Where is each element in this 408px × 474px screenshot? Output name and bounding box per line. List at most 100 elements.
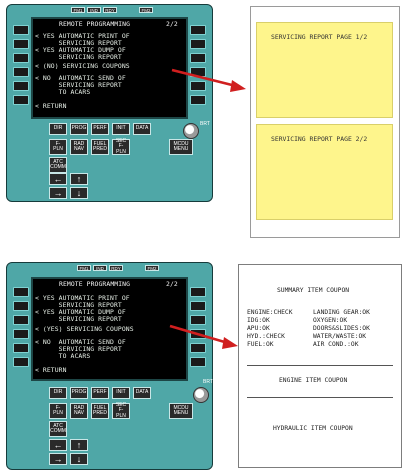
coupon-item: ENGINE:CHECK xyxy=(247,309,293,316)
coupon-item: WATER/WASTE:OK xyxy=(313,333,367,340)
prog-key[interactable]: PROG xyxy=(70,123,88,135)
lsk-4l[interactable] xyxy=(13,67,29,77)
mcdu-menu-key[interactable]: MCDU MENU xyxy=(169,403,193,419)
perf-key[interactable]: PERF xyxy=(91,387,109,399)
lsk-2r[interactable] xyxy=(190,39,206,49)
data-key[interactable]: DATA xyxy=(133,387,151,399)
screen-line: SERVICING REPORT xyxy=(35,315,122,323)
lsk-4l[interactable] xyxy=(13,329,29,339)
f-pln-key[interactable]: F-PLN xyxy=(49,403,67,419)
arrow-left-icon: ← xyxy=(53,440,63,450)
mcdu-screen: REMOTE PROGRAMMING 2/2 < YES AUTOMATIC P… xyxy=(31,17,188,119)
fuel-pred-key[interactable]: FUEL PRED xyxy=(91,139,109,155)
lsk-3l[interactable] xyxy=(13,315,29,325)
data-key[interactable]: DATA xyxy=(133,123,151,135)
arrow-down-key[interactable]: ↓ xyxy=(70,187,88,199)
lsk-2l[interactable] xyxy=(13,39,29,49)
arrow-down-key[interactable]: ↓ xyxy=(70,453,88,465)
summary-item-coupon-title: SUMMARY ITEM COUPON xyxy=(277,287,350,294)
brt-label: BRT xyxy=(200,121,210,127)
annunciator-fm1: FM1 xyxy=(77,265,91,271)
lsk-2r[interactable] xyxy=(190,301,206,311)
lsk-4r[interactable] xyxy=(190,329,206,339)
lsk-3r[interactable] xyxy=(190,315,206,325)
lsk-6l[interactable] xyxy=(13,357,29,367)
coupon-item: OXYGEN:OK xyxy=(313,317,348,324)
rad-nav-key[interactable]: RAD NAV xyxy=(70,139,88,155)
arrow-down-icon: ↓ xyxy=(76,188,82,198)
perf-key[interactable]: PERF xyxy=(91,123,109,135)
brightness-knob[interactable] xyxy=(193,387,209,403)
arrow-up-key[interactable]: ↑ xyxy=(70,439,88,451)
coupon-divider xyxy=(247,365,393,366)
atc-comm-key[interactable]: ATC COMM xyxy=(49,421,67,437)
fuel-pred-key[interactable]: FUEL PRED xyxy=(91,403,109,419)
prog-key[interactable]: PROG xyxy=(70,387,88,399)
annunciator-rdy: RDY xyxy=(103,7,117,13)
arrow-left-icon: ← xyxy=(53,174,63,184)
annunciator-fm2: FM2 xyxy=(139,7,153,13)
annunciator-fm2: FM2 xyxy=(145,265,159,271)
lsk-4r[interactable] xyxy=(190,67,206,77)
arrow-right-key[interactable]: → xyxy=(49,453,67,465)
screen-title: REMOTE PROGRAMMING xyxy=(59,20,131,28)
engine-item-coupon-title: ENGINE ITEM COUPON xyxy=(279,377,348,384)
coupon-item: LANDING GEAR:OK xyxy=(313,309,370,316)
lsk-1r[interactable] xyxy=(190,287,206,297)
arrow-up-key[interactable]: ↑ xyxy=(70,173,88,185)
lsk-3r[interactable] xyxy=(190,53,206,63)
arrow-down-icon: ↓ xyxy=(76,454,82,464)
lsk-3l[interactable] xyxy=(13,53,29,63)
screen-page-number: 2/2 xyxy=(166,280,178,288)
screen-line: SERVICING REPORT xyxy=(35,53,122,61)
lsk-6r[interactable] xyxy=(190,357,206,367)
lsk-5r[interactable] xyxy=(190,81,206,91)
rad-nav-key[interactable]: RAD NAV xyxy=(70,403,88,419)
annunciator-rdy: RDY xyxy=(109,265,123,271)
screen-line: TO ACARS xyxy=(35,352,91,360)
arrow-left-key[interactable]: ← xyxy=(49,439,67,451)
lsk-5l[interactable] xyxy=(13,343,29,353)
annunciator-ind: IND xyxy=(87,7,101,13)
lsk-6l[interactable] xyxy=(13,95,29,105)
mcdu-top: FM1 IND RDY FM2 REMOTE PROGRAMMING 2/2 <… xyxy=(6,4,213,202)
dir-key[interactable]: DIR xyxy=(49,387,67,399)
screen-line: < RETURN xyxy=(35,366,67,374)
lsk-1r[interactable] xyxy=(190,25,206,35)
screen-line-selected: < (YES) SERVICING COUPONS xyxy=(35,325,134,333)
arrow-up-icon: ↑ xyxy=(76,440,82,450)
init-key[interactable]: INIT xyxy=(112,123,130,135)
screen-line: SERVICING REPORT xyxy=(35,81,122,89)
screen-line-selected: < (NO) SERVICING COUPONS xyxy=(35,62,130,70)
arrow-right-icon: → xyxy=(53,454,63,464)
coupon-item: FUEL:OK xyxy=(247,341,274,348)
screen-line: SERVICING REPORT xyxy=(35,39,122,47)
lsk-2l[interactable] xyxy=(13,301,29,311)
init-key[interactable]: INIT xyxy=(112,387,130,399)
brt-label: BRT xyxy=(203,379,213,385)
screen-title: REMOTE PROGRAMMING xyxy=(59,280,131,288)
mcdu-bottom: FM1 IND RDY FM2 REMOTE PROGRAMMING 2/2 <… xyxy=(6,262,213,470)
sec-f-pln-key[interactable]: SEC F-PLN xyxy=(112,402,130,419)
lsk-1l[interactable] xyxy=(13,25,29,35)
atc-comm-key[interactable]: ATC COMM xyxy=(49,157,67,173)
servicing-report-page-1-title: SERVICING REPORT PAGE 1/2 xyxy=(271,33,368,41)
lsk-5r[interactable] xyxy=(190,343,206,353)
arrow-up-icon: ↑ xyxy=(76,174,82,184)
lsk-6r[interactable] xyxy=(190,95,206,105)
sec-f-pln-key[interactable]: SEC F-PLN xyxy=(112,138,130,155)
screen-line: TO ACARS xyxy=(35,88,91,96)
dir-key[interactable]: DIR xyxy=(49,123,67,135)
annunciator-fm1: FM1 xyxy=(71,7,85,13)
screen-line: < YES AUTOMATIC DUMP OF xyxy=(35,308,126,316)
lsk-5l[interactable] xyxy=(13,81,29,91)
arrow-left-key[interactable]: ← xyxy=(49,173,67,185)
f-pln-key[interactable]: F-PLN xyxy=(49,139,67,155)
lsk-1l[interactable] xyxy=(13,287,29,297)
mcdu-menu-key[interactable]: MCDU MENU xyxy=(169,139,193,155)
coupon-item: IDG:OK xyxy=(247,317,270,324)
coupon-item: APU:OK xyxy=(247,325,270,332)
arrow-right-key[interactable]: → xyxy=(49,187,67,199)
screen-line: < NO AUTOMATIC SEND OF xyxy=(35,338,126,346)
brightness-knob[interactable] xyxy=(183,123,199,139)
